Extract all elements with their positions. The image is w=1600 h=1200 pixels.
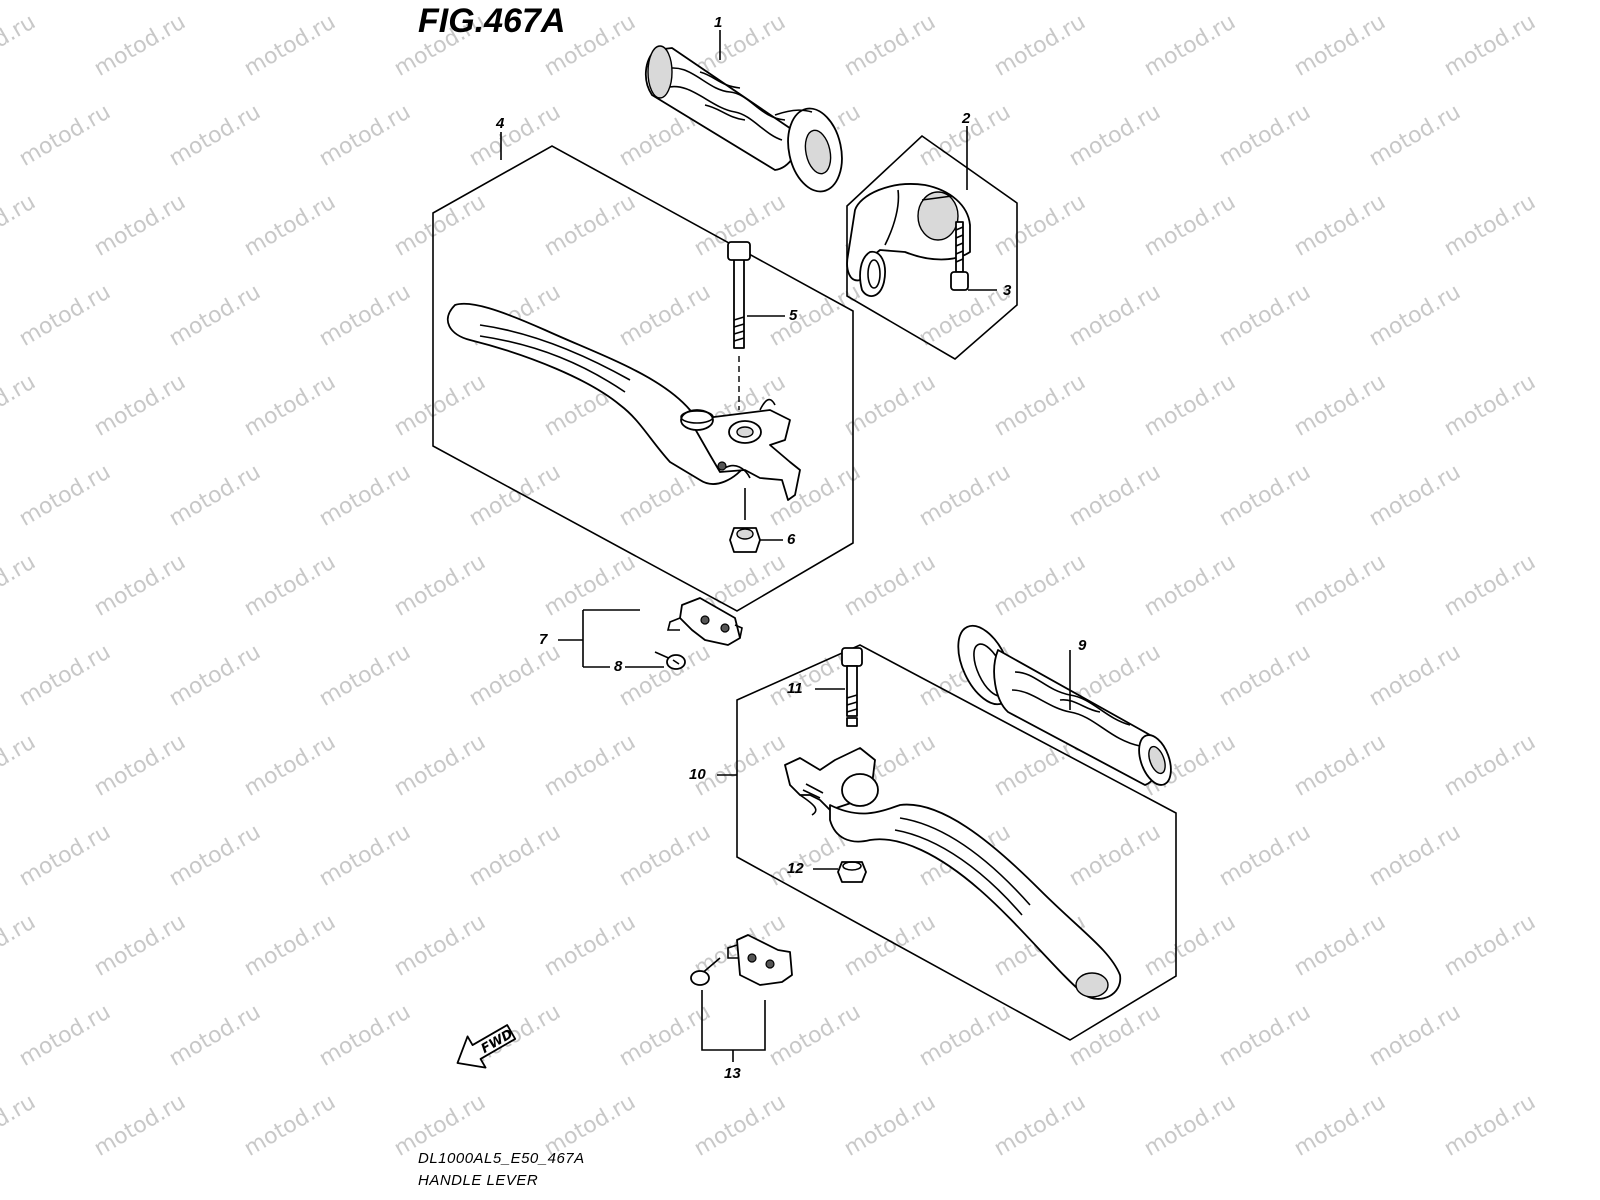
figure-code: DL1000AL5_E50_467A [418, 1150, 585, 1167]
figure-name: HANDLE LEVER [418, 1172, 539, 1189]
brake-switch-7 [666, 597, 743, 646]
handle-grip-right [957, 624, 1172, 786]
callout-11: 11 [787, 680, 803, 697]
brake-lever [446, 302, 801, 501]
callout-6: 6 [787, 531, 796, 548]
callout-7: 7 [539, 631, 548, 648]
callout-4: 4 [496, 115, 505, 132]
screw-3 [950, 221, 969, 291]
forward-arrow-icon: FWD [456, 1024, 517, 1069]
nut-12 [837, 861, 867, 883]
leader-13 [701, 990, 766, 1062]
callout-12: 12 [787, 860, 804, 877]
callout-2: 2 [962, 110, 971, 127]
callout-5: 5 [789, 307, 798, 324]
callout-3: 3 [1003, 282, 1012, 299]
callout-10: 10 [689, 766, 706, 783]
screw-8 [654, 651, 686, 670]
nut-6 [729, 488, 761, 553]
pivot-bolt-5 [727, 241, 751, 410]
group-outline-4 [432, 145, 854, 612]
clutch-lever [784, 747, 1121, 1000]
handle-grip-left [645, 45, 843, 193]
leader-7-8 [558, 609, 664, 668]
figure-title: FIG.467A [418, 2, 566, 40]
callout-1: 1 [714, 14, 723, 31]
pivot-bolt-11 [841, 647, 863, 727]
group-outline-2 [846, 134, 1018, 360]
callout-8: 8 [614, 658, 623, 675]
callout-13: 13 [724, 1065, 741, 1082]
callout-9: 9 [1078, 637, 1087, 654]
group-outline-10 [736, 644, 1177, 1041]
throttle-housing [846, 183, 971, 297]
clutch-switch-13 [690, 934, 793, 986]
